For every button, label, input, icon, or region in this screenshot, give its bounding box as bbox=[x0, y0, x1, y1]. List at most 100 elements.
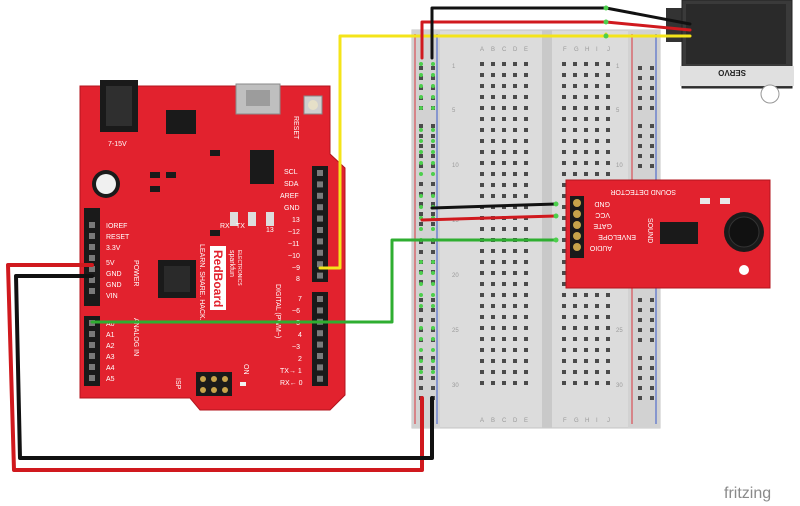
breadboard-hole bbox=[502, 260, 506, 264]
breadboard-hole bbox=[524, 282, 528, 286]
rail-hole bbox=[638, 144, 642, 148]
rail-connected-hole bbox=[431, 370, 435, 374]
isp-header-pins bbox=[200, 376, 228, 393]
rail-hole bbox=[650, 396, 654, 400]
breadboard-hole bbox=[480, 381, 484, 385]
header-pin bbox=[317, 227, 323, 233]
breadboard-hole bbox=[573, 106, 577, 110]
breadboard-hole bbox=[502, 95, 506, 99]
rail-connected-hole bbox=[419, 194, 423, 198]
row-number-5: 5 bbox=[452, 108, 456, 114]
breadboard-hole bbox=[491, 326, 495, 330]
tx-label: TX bbox=[236, 223, 245, 230]
breadboard-hole bbox=[480, 337, 484, 341]
breadboard-hole bbox=[524, 117, 528, 121]
rail-hole bbox=[419, 222, 423, 226]
breadboard-hole bbox=[524, 183, 528, 187]
rail-hole bbox=[638, 386, 642, 390]
breadboard-hole bbox=[524, 326, 528, 330]
breadboard-hole bbox=[524, 194, 528, 198]
pin-label-gnd-digital: GND bbox=[284, 205, 300, 212]
rail-hole bbox=[419, 202, 423, 206]
breadboard-hole bbox=[606, 370, 610, 374]
breadboard-hole bbox=[480, 194, 484, 198]
sd-pin-gate: GATE bbox=[593, 222, 612, 229]
rail-hole bbox=[650, 308, 654, 312]
breadboard-hole bbox=[524, 172, 528, 176]
wire-endpoint bbox=[603, 19, 609, 25]
rail-hole bbox=[638, 76, 642, 80]
breadboard-hole bbox=[513, 315, 517, 319]
breadboard-hole bbox=[606, 172, 610, 176]
breadboard-hole bbox=[491, 370, 495, 374]
breadboard-hole bbox=[513, 205, 517, 209]
breadboard-hole bbox=[573, 381, 577, 385]
rail-connected-hole bbox=[431, 95, 435, 99]
wire-endpoint bbox=[603, 33, 609, 39]
breadboard-hole bbox=[562, 139, 566, 143]
col-label-j-bottom: J bbox=[607, 418, 610, 424]
breadboard-hole bbox=[595, 326, 599, 330]
breadboard-hole bbox=[524, 62, 528, 66]
breadboard-hole bbox=[513, 62, 517, 66]
breadboard-hole bbox=[513, 183, 517, 187]
wire-endpoints bbox=[553, 5, 609, 243]
rail-hole bbox=[650, 366, 654, 370]
header-pin bbox=[317, 307, 323, 314]
breadboard-hole bbox=[606, 348, 610, 352]
breadboard-hole bbox=[491, 194, 495, 198]
pin-label-10: ~10 bbox=[288, 253, 300, 260]
breadboard-hole bbox=[524, 150, 528, 154]
rail-connected-hole bbox=[431, 128, 435, 132]
breadboard-hole bbox=[491, 227, 495, 231]
pin-label-6: ~6 bbox=[292, 308, 300, 315]
rail-hole bbox=[650, 144, 654, 148]
breadboard-hole bbox=[502, 337, 506, 341]
rail-connected-hole bbox=[431, 326, 435, 330]
breadboard-hole bbox=[606, 315, 610, 319]
atmega-chip-core bbox=[164, 266, 190, 292]
breadboard-hole bbox=[595, 84, 599, 88]
breadboard-hole bbox=[595, 73, 599, 77]
breadboard-hole bbox=[513, 161, 517, 165]
wire-5v-red bbox=[6, 263, 424, 472]
rail-connected-hole bbox=[419, 205, 423, 209]
breadboard-hole bbox=[595, 348, 599, 352]
sound-detector-pin bbox=[573, 221, 581, 229]
voltage-regulator bbox=[166, 110, 196, 134]
rail-hole bbox=[431, 182, 435, 186]
col-label-a-bottom: A bbox=[480, 418, 484, 424]
col-label-d: D bbox=[513, 47, 518, 53]
row-number-10: 10 bbox=[452, 163, 459, 169]
breadboard-hole bbox=[513, 370, 517, 374]
header-pin bbox=[317, 364, 323, 371]
breadboard-hole bbox=[595, 150, 599, 154]
rail-hole bbox=[431, 386, 435, 390]
breadboard-hole bbox=[480, 172, 484, 176]
breadboard-hole bbox=[491, 84, 495, 88]
breadboard-hole bbox=[491, 150, 495, 154]
on-led bbox=[240, 382, 246, 386]
breadboard-hole bbox=[480, 73, 484, 77]
row-number-10-right: 10 bbox=[616, 163, 623, 169]
header-pin bbox=[89, 255, 95, 261]
brand-name: sparkfun bbox=[228, 250, 235, 277]
rail-hole bbox=[431, 376, 435, 380]
breadboard-hole bbox=[502, 326, 506, 330]
breadboard-hole bbox=[562, 128, 566, 132]
breadboard-hole bbox=[480, 370, 484, 374]
col-label-j: J bbox=[607, 47, 610, 53]
rail-hole bbox=[650, 106, 654, 110]
breadboard-hole bbox=[595, 381, 599, 385]
capacitor-top bbox=[96, 174, 116, 194]
breadboard-hole bbox=[595, 139, 599, 143]
header-pin bbox=[317, 353, 323, 359]
breadboard-hole bbox=[513, 73, 517, 77]
isp-label: ISP bbox=[174, 378, 181, 390]
breadboard-hole bbox=[606, 337, 610, 341]
rail-hole bbox=[638, 134, 642, 138]
breadboard-hole bbox=[584, 95, 588, 99]
breadboard-hole bbox=[502, 370, 506, 374]
wire-endpoint bbox=[553, 237, 559, 243]
breadboard-hole bbox=[595, 370, 599, 374]
